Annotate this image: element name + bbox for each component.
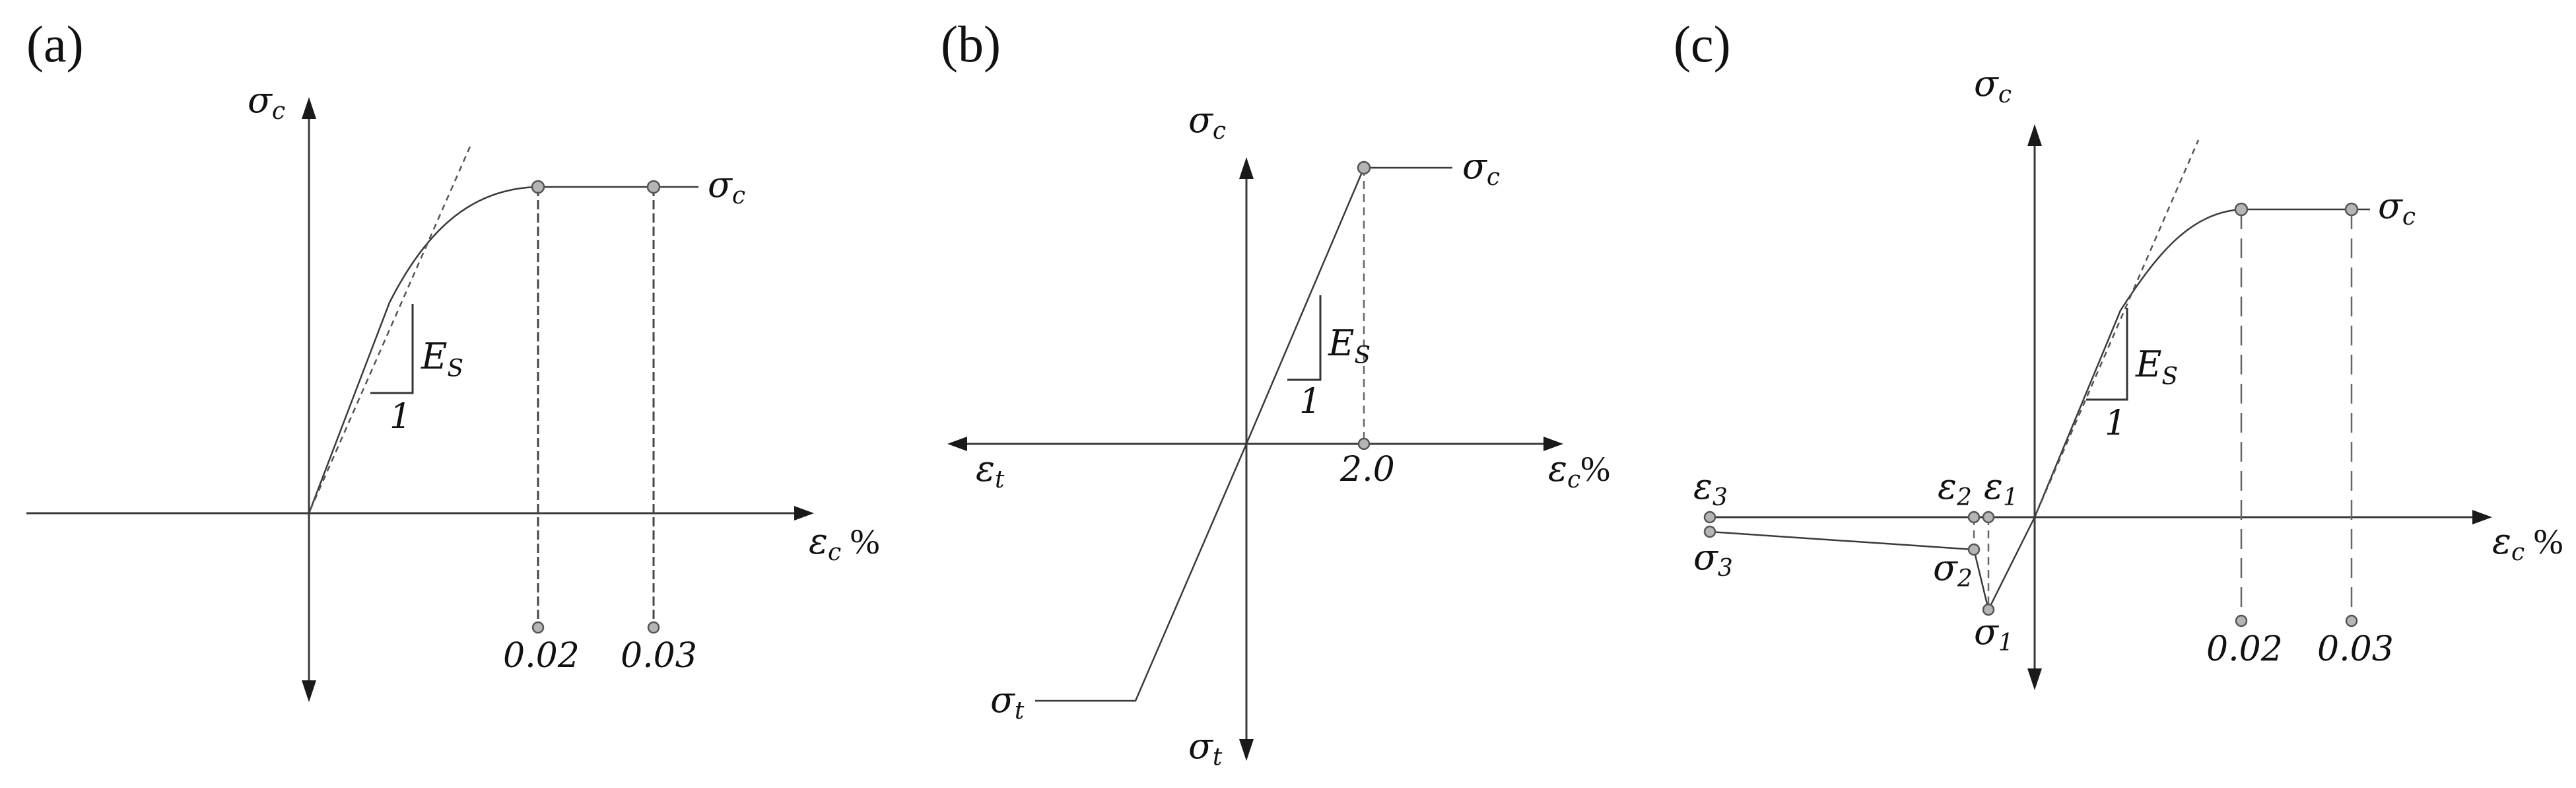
panel-a-label: (a)	[26, 15, 84, 73]
panel-a-slope-triangle	[370, 304, 414, 394]
panel-b: (b) σc σt εt εc% σc σt ES 1 2.0	[941, 15, 1610, 771]
panel-c-x-axis-label: εc %	[2492, 520, 2563, 566]
panel-b-y-axis-arrow-up	[1239, 157, 1254, 179]
panel-a-slope-run-label: 1	[390, 397, 411, 437]
panel-c-point-end	[2344, 202, 2359, 217]
panel-b-y-axis-bottom-label: σt	[1188, 725, 1223, 771]
panel-b-stress-curve	[1035, 166, 1452, 702]
panel-c-stress-curve	[2033, 208, 2370, 518]
panel-c-point-sig3	[1703, 525, 1716, 538]
panel-a-y-axis-arrow-up	[302, 97, 316, 119]
panel-b-slope-run-label: 1	[1299, 382, 1321, 421]
panel-c-tangent-line	[2035, 139, 2200, 513]
panel-c-point-peak	[2234, 202, 2249, 217]
panel-b-x-axis-right-label: εc%	[1548, 448, 1610, 493]
panel-a-y-axis-arrow-down	[302, 680, 316, 702]
panel-b-tick-marker-1	[1357, 437, 1371, 450]
panel-c-sig3-label: σ3	[1693, 536, 1733, 582]
panel-c-label: (c)	[1674, 15, 1731, 73]
panel-b-x-axis-left-label: εt	[976, 448, 1005, 493]
panel-c-modulus-label: ES	[2135, 343, 2178, 390]
panel-c-plateau-label: σc	[2378, 185, 2416, 231]
panel-b-tension-label: σt	[990, 679, 1025, 725]
panel-a-x-axis-arrow	[794, 506, 814, 520]
panel-c-sig2-label: σ2	[1933, 547, 1973, 592]
panel-b-y-axis-top-label: σc	[1188, 99, 1226, 145]
panel-a-tick-marker-1	[531, 621, 545, 634]
panel-b-tick-label-1: 2.0	[1339, 450, 1395, 489]
panel-b-plateau-label: σc	[1462, 145, 1500, 191]
panel-c-y-axis-arrow-up	[2027, 124, 2042, 146]
panel-c-slope-run-label: 1	[2105, 404, 2126, 443]
panel-c-y-axis-label: σc	[1974, 63, 2012, 108]
panel-c-tick-label-1: 0.02	[2206, 629, 2283, 669]
panel-a-tick-marker-2	[647, 621, 660, 634]
panel-c-tick-marker-2	[2345, 614, 2358, 627]
panel-b-point-peak	[1357, 161, 1371, 175]
panel-a-modulus-label: ES	[421, 336, 463, 382]
panel-a: (a) σc εc % σc ES 1 0.02 0.03	[26, 15, 880, 702]
panel-b-slope-triangle	[1287, 295, 1322, 381]
panel-a-plateau-label: σc	[708, 164, 745, 209]
panel-b-x-axis-arrow-right	[1543, 437, 1563, 451]
panel-a-tick-label-2: 0.03	[621, 636, 697, 676]
panel-c-x-axis-arrow	[2472, 510, 2492, 524]
panel-c-slope-triangle	[2086, 308, 2128, 401]
panel-c-y-axis-arrow-down	[2027, 668, 2042, 690]
panel-b-x-axis-arrow-left	[947, 437, 967, 451]
panel-a-point-end	[646, 180, 661, 194]
panel-b-y-axis-arrow-down	[1239, 739, 1254, 761]
panel-b-modulus-label: ES	[1328, 322, 1371, 369]
panel-c-eps1-label: ε1	[1984, 466, 2018, 511]
panel-c-sig1-label: σ1	[1974, 611, 2014, 657]
panel-a-tangent-line	[309, 146, 471, 511]
panel-c-point-eps3	[1703, 511, 1716, 524]
panel-c-eps2-label: ε2	[1938, 466, 1972, 511]
panel-c-tension-curve	[1709, 517, 2036, 612]
panel-a-tick-label-1: 0.02	[503, 636, 580, 676]
panel-c-point-eps1	[1982, 511, 1995, 524]
panel-a-point-peak	[531, 180, 545, 194]
panel-a-y-axis-label: σc	[248, 79, 285, 125]
panel-c-point-sig2	[1967, 543, 1981, 556]
panel-c-point-eps2	[1967, 511, 1981, 524]
panel-c-tick-marker-1	[2235, 614, 2248, 627]
panel-c-eps3-label: ε3	[1693, 466, 1728, 511]
panel-c: (c) σc εc % σc ES 1 ε3	[1674, 15, 2563, 690]
panel-a-stress-curve	[308, 186, 698, 514]
panel-a-x-axis-label: εc %	[809, 520, 880, 566]
panel-c-point-sig1	[1982, 603, 1995, 616]
panel-b-label: (b)	[941, 15, 1001, 73]
panel-c-tick-label-2: 0.03	[2317, 629, 2394, 669]
